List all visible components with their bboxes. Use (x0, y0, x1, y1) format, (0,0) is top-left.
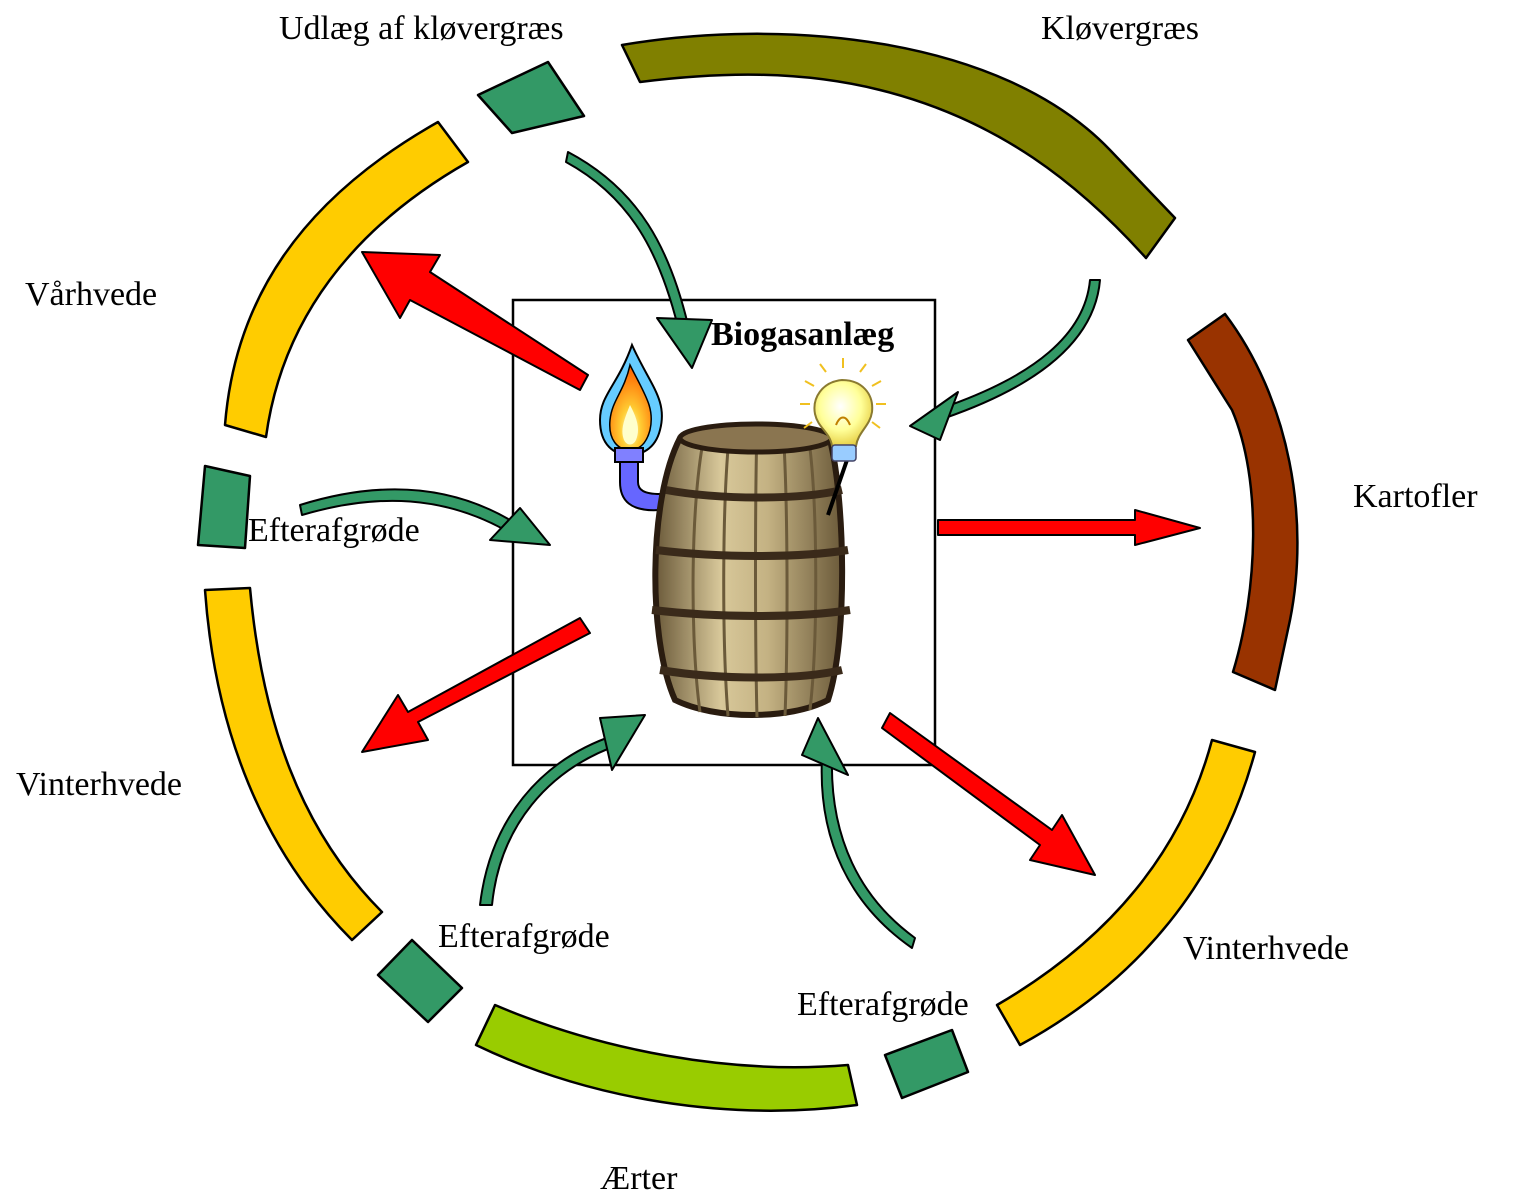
arrow-input-top (566, 152, 712, 368)
label-efterafgrode-left: Efterafgrøde (248, 514, 420, 548)
arrow-output-kartofler (938, 510, 1200, 545)
segment-udlaeg-klovergraes (478, 62, 584, 133)
label-vinterhvede-right: Vinterhvede (1183, 932, 1349, 966)
segment-vinterhvede-right (997, 740, 1255, 1045)
barrel-icon (652, 424, 850, 717)
label-vinterhvede-left: Vinterhvede (16, 768, 182, 802)
segment-efterafgrode-lower-right (885, 1030, 968, 1098)
flame-icon (600, 345, 662, 510)
arrow-input-lower-left (480, 715, 645, 905)
segment-kartofler (1188, 314, 1297, 690)
biogas-plant-label: Biogasanlæg (711, 318, 894, 352)
label-udlaeg-af-klovergraes: Udlæg af kløvergræs (279, 12, 564, 46)
arrow-input-lower-right (802, 718, 915, 948)
arrow-input-upper-right (910, 280, 1100, 440)
label-varhvede: Vårhvede (25, 278, 157, 312)
label-aerter: Ærter (600, 1162, 677, 1196)
label-kartofler: Kartofler (1353, 480, 1478, 514)
segment-efterafgrode-left (198, 466, 250, 548)
label-efterafgrode-lower-right: Efterafgrøde (797, 988, 969, 1022)
arrow-output-vinterhvede-right (882, 713, 1095, 875)
label-efterafgrode-lower-left: Efterafgrøde (438, 920, 610, 954)
segment-vinterhvede-left (205, 588, 382, 940)
arrow-output-varhvede (362, 252, 588, 390)
label-klovergraes: Kløvergræs (1041, 12, 1199, 46)
arrow-output-vinterhvede-left (362, 618, 590, 752)
segment-klovergraes (622, 34, 1175, 258)
